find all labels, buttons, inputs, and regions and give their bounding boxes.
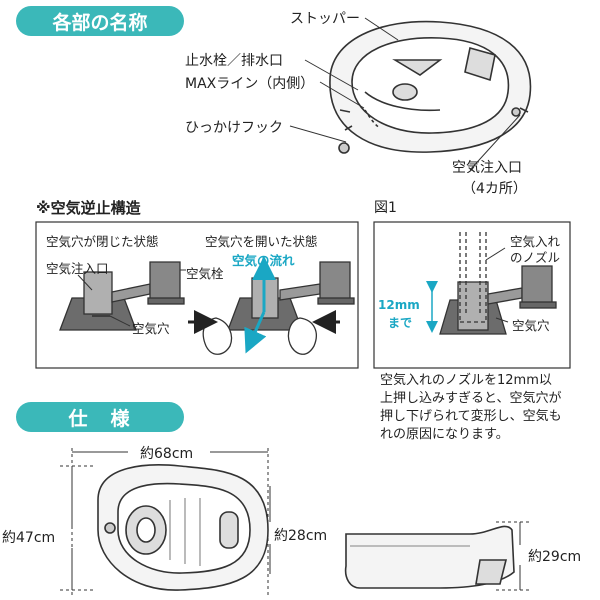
note-line: 上押し込みすぎると、空気穴が [380,391,562,406]
parts-header-title: 各部の名称 [52,11,148,34]
open-caption: 空気穴を開いた状態 [205,234,318,249]
check-valve-title: ※空気逆止構造 [36,199,141,217]
label-inlet: 空気注入口 [452,160,522,176]
figure1-hole-label: 空気穴 [512,318,550,333]
hole-label: 空気穴 [132,321,170,336]
bathtub-top-view [97,464,269,591]
dim-width: 約47cm [2,530,56,546]
label-plug: 止水栓／排水口 [185,53,283,69]
airflow-label: 空気の流れ [232,253,295,268]
closed-caption: 空気穴が閉じた状態 [46,234,159,249]
bathtub-side-view [344,525,515,589]
inlet-label: 空気注入口 [46,261,109,276]
nozzle-label-1: 空気入れ [510,234,561,249]
note-line: れの原因になります。 [380,427,509,442]
plug-label: 空気栓 [186,266,224,281]
label-inlet-count: （4カ所） [462,181,527,197]
label-stopper: ストッパー [290,11,360,27]
note-line: 押し下げられて変形し、空気も [380,409,562,424]
parts-header: 各部の名称 [16,6,184,36]
depth-label-1: 12mm [378,298,420,312]
figure1-label: 図1 [374,200,397,216]
label-maxline: MAXライン（内側） [185,76,315,92]
nozzle-label-2: のノズル [510,250,561,265]
bathtub-perspective [329,20,532,154]
figure1-note: 空気入れのノズルを12mm以 上押し込みすぎると、空気穴が 押し下げられて変形し… [380,372,562,444]
figure1-valve [439,232,557,335]
dim-length: 約68cm [140,446,194,462]
dim-height: 約29cm [528,549,582,565]
spec-header-title: 仕 様 [68,407,132,430]
spec-header: 仕 様 [16,402,184,432]
depth-label-2: まで [388,316,413,330]
valve-closed [59,261,185,331]
note-line: 空気入れのノズルを12mm以 [380,373,552,388]
dim-inner: 約28cm [274,528,328,544]
label-hook: ひっかけフック [185,120,283,136]
